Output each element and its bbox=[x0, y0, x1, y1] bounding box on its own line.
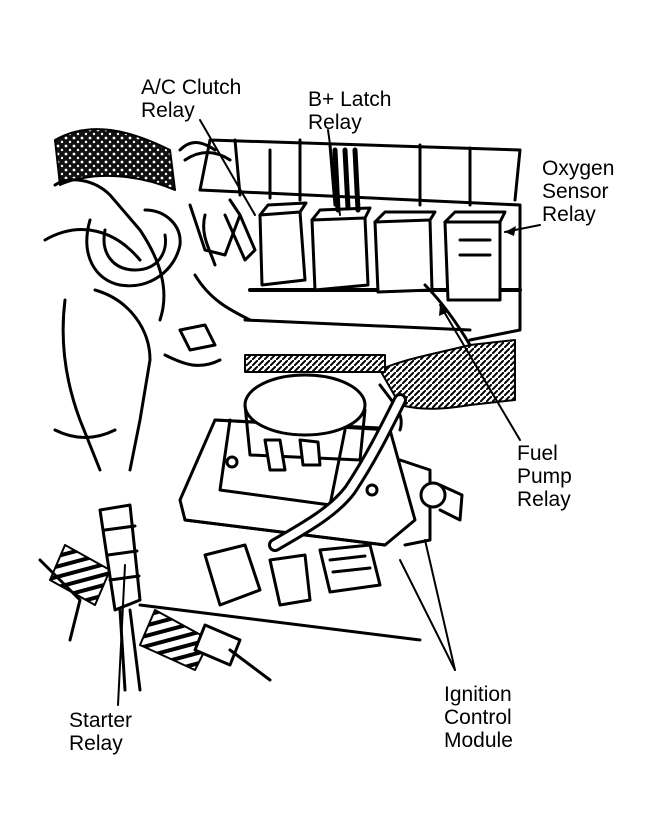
label-line: Relay bbox=[542, 203, 596, 226]
leader-ignition-2 bbox=[424, 539, 456, 671]
label-line: Pump bbox=[517, 465, 572, 488]
label-line: Relay bbox=[308, 111, 362, 134]
wiring-harness-top bbox=[54, 128, 257, 367]
relay-b-plus-latch bbox=[310, 147, 372, 292]
module-cable bbox=[268, 393, 407, 552]
label-line: B+ Latch bbox=[308, 88, 392, 111]
label-line: Fuel bbox=[517, 442, 558, 465]
relay-ac-clutch bbox=[258, 201, 308, 287]
leader-starter bbox=[117, 564, 126, 706]
relay-middle bbox=[373, 210, 437, 294]
label-line: Ignition bbox=[444, 683, 512, 706]
label-line: Starter bbox=[69, 709, 133, 732]
label-line: A/C Clutch bbox=[141, 76, 242, 99]
label-line: Relay bbox=[141, 99, 195, 122]
starter-relay-area bbox=[38, 503, 422, 692]
corrugated-conduit bbox=[244, 354, 386, 373]
label-line: Module bbox=[444, 729, 513, 752]
label-ac-clutch-relay: A/C Clutch Relay bbox=[141, 76, 241, 122]
module-connectors bbox=[203, 543, 382, 607]
leader-ac-clutch bbox=[199, 119, 256, 216]
leader-b-plus-latch bbox=[327, 129, 341, 216]
label-line: Relay bbox=[69, 732, 123, 755]
leader-arrowheads bbox=[439, 226, 516, 316]
leader-fuel-pump bbox=[439, 304, 521, 441]
leader-lines bbox=[117, 119, 541, 706]
label-line: Oxygen bbox=[542, 157, 615, 180]
label-b-plus-latch-relay: B+ Latch Relay bbox=[308, 88, 391, 134]
label-line: Control bbox=[444, 706, 512, 729]
relay-oxygen-sensor bbox=[443, 210, 507, 302]
label-fuel-pump-relay: Fuel Pump Relay bbox=[517, 442, 572, 511]
leader-ignition-1 bbox=[399, 559, 456, 671]
ignition-module-assembly bbox=[178, 373, 464, 547]
ribbed-band bbox=[49, 544, 111, 606]
label-starter-relay: Starter Relay bbox=[69, 709, 132, 755]
label-line: Sensor bbox=[542, 180, 609, 203]
label-ignition-control-module: Ignition Control Module bbox=[444, 683, 513, 752]
left-hose bbox=[43, 178, 182, 472]
label-line: Relay bbox=[517, 488, 571, 511]
label-oxygen-sensor-relay: Oxygen Sensor Relay bbox=[542, 157, 614, 226]
